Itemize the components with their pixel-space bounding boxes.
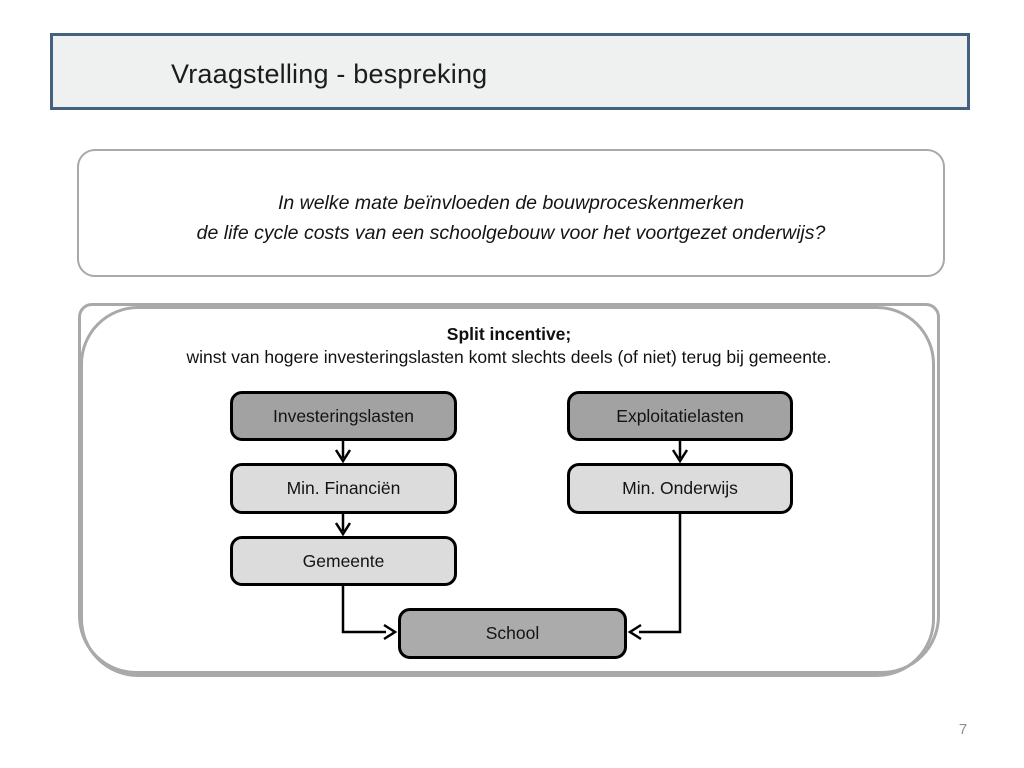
- research-question-line-2: de life cycle costs van een schoolgebouw…: [196, 222, 826, 244]
- diagram-frame-back: [78, 303, 940, 674]
- page-title: Vraagstelling - bespreking: [171, 59, 488, 89]
- research-question-line-1: In welke mate beïnvloeden de bouwprocesk…: [277, 192, 745, 214]
- node-exploitatielasten-label: Exploitatielasten: [616, 405, 744, 426]
- node-min-financien-label: Min. Financiën: [286, 478, 401, 498]
- node-min-onderwijs: Min. Onderwijs: [567, 463, 793, 514]
- node-min-financien: Min. Financiën: [230, 463, 457, 514]
- diagram-heading: Split incentive; winst van hogere invest…: [78, 323, 940, 369]
- diagram-frame-front: [80, 306, 935, 677]
- diagram-heading-subtitle: winst van hogere investeringslasten komt…: [186, 347, 832, 367]
- node-school-label: School: [485, 623, 540, 643]
- node-investeringslasten: Investeringslasten: [230, 391, 457, 441]
- node-school: School: [398, 608, 627, 659]
- node-gemeente-label: Gemeente: [302, 550, 385, 571]
- page-number: 7: [958, 721, 968, 738]
- node-investeringslasten-label: Investeringslasten: [272, 405, 415, 426]
- diagram-heading-title: Split incentive;: [446, 324, 572, 344]
- research-question-box: In welke mate beïnvloeden de bouwprocesk…: [77, 149, 945, 277]
- slide-title-bar: Vraagstelling - bespreking: [50, 33, 970, 110]
- node-gemeente: Gemeente: [230, 536, 457, 586]
- node-min-onderwijs-label: Min. Onderwijs: [622, 478, 738, 498]
- node-exploitatielasten: Exploitatielasten: [567, 391, 793, 441]
